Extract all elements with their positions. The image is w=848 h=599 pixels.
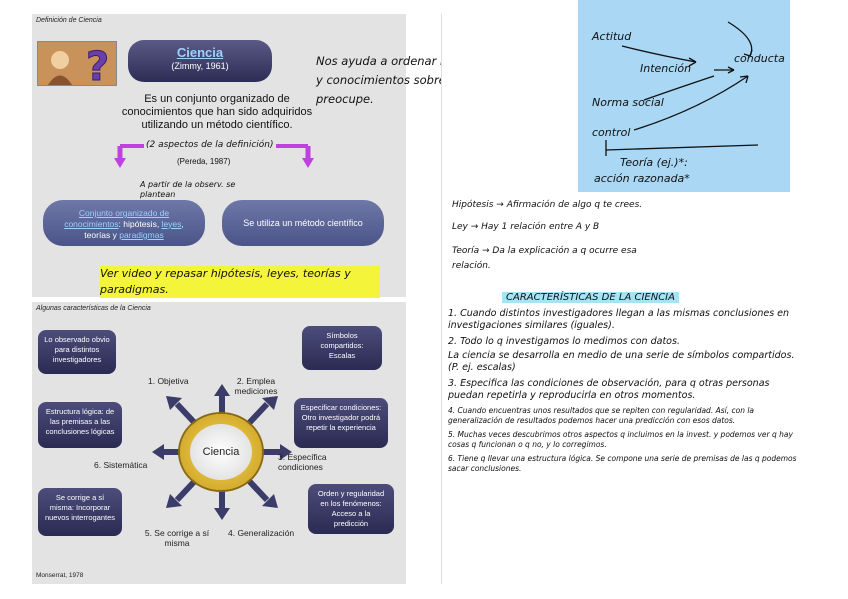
slide-caracteristicas: Algunas características de la Ciencia Ci <box>32 302 406 584</box>
behavior-diagram: Actitud Intención conducta Norma social … <box>578 0 790 192</box>
svg-text:?: ? <box>86 44 109 85</box>
link-leyes[interactable]: leyes <box>162 219 182 229</box>
diagram-actitud: Actitud <box>592 30 631 43</box>
thinking-woman-image: ? <box>37 41 117 86</box>
note-partir: A partir de la observ. se plantean <box>140 180 250 200</box>
diagram-control: control <box>592 126 630 139</box>
note-aspects: (2 aspectos de la definición) <box>144 140 276 150</box>
notes-panel-top: Actitud Intención conducta Norma social … <box>441 14 816 297</box>
characteristics-list: 1. Cuando distintos investigadores llega… <box>448 308 808 474</box>
notes-heading: CARACTERÍSTICAS DE LA CIENCIA <box>502 292 679 303</box>
diagram-accion: acción razonada* <box>594 172 690 185</box>
notes-panel-bottom: CARACTERÍSTICAS DE LA CIENCIA 1. Cuando … <box>441 288 816 584</box>
title-box: Ciencia (Zimmy, 1961) <box>128 40 272 82</box>
callout-corrige: Se corrige a sí misma: Incorporar nuevos… <box>38 488 122 536</box>
pill-conocimientos: Conjunto organizado de conocimientos: hi… <box>43 200 205 246</box>
definition-text: Es un conjunto organizado de conocimient… <box>112 93 322 132</box>
note-item-1: 1. Cuando distintos investigadores llega… <box>448 308 808 332</box>
note-item-2: 2. Todo lo q investigamos lo medimos con… <box>448 336 808 348</box>
label-generalizacion: 4. Generalización <box>228 528 294 538</box>
slide1-caption: Definición de Ciencia <box>36 17 102 24</box>
diagram-norma: Norma social <box>592 96 664 109</box>
label-condiciones: 3. Específica condiciones <box>278 452 354 472</box>
note-item-2b: La ciencia se desarrolla en medio de una… <box>448 350 808 374</box>
note-item-5: 5. Muchas veces descubrimos otros aspect… <box>448 430 808 450</box>
note-teoria: Teoría → Da la explicación a q ocurre es… <box>452 244 672 274</box>
diagram-conducta: conducta <box>734 52 785 65</box>
pill-metodo: Se utiliza un método científico <box>222 200 384 246</box>
source-citation: Monserrat, 1978 <box>36 572 83 579</box>
note-ley: Ley → Hay 1 relación entre A y B <box>452 222 599 232</box>
callout-sistematica: Estructura lógica: de las premisas a las… <box>38 402 122 448</box>
diagram-teoria: Teoría (ej.)*: <box>620 156 688 169</box>
link-paradigmas[interactable]: paradigmas <box>119 230 163 240</box>
note-item-4: 4. Cuando encuentras unos resultados que… <box>448 406 808 426</box>
title-citation: (Zimmy, 1961) <box>128 61 272 71</box>
page-title: Ciencia <box>128 45 272 60</box>
pill-left-rest: : hipótesis, <box>119 219 160 229</box>
callout-condiciones: Especificar condiciones: Otro investigad… <box>294 398 388 448</box>
pereda-citation: (Pereda, 1987) <box>177 157 230 166</box>
note-item-3: 3. Especifica las condiciones de observa… <box>448 378 808 402</box>
center-circle: Ciencia <box>180 414 262 490</box>
label-mediciones: 2. Emplea mediciones <box>222 376 290 396</box>
callout-mediciones: Símbolos compartidos: Escalas <box>302 326 382 370</box>
note-item-6: 6. Tiene q llevar una estructura lógica.… <box>448 454 808 474</box>
callout-generalizacion: Orden y regularidad en los fenómenos: Ac… <box>308 484 394 534</box>
center-label: Ciencia <box>203 446 240 458</box>
label-objetiva: 1. Objetiva <box>148 376 189 386</box>
diagram-intencion: Intención <box>640 62 691 75</box>
callout-objetiva: Lo observado obvio para distintos invest… <box>38 330 116 374</box>
note-bottom: Ver video y repasar hipótesis, leyes, te… <box>100 266 380 298</box>
pill-metodo-text: Se utiliza un método científico <box>243 218 363 228</box>
note-hipotesis: Hipótesis → Afirmación de algo q te cree… <box>452 200 642 210</box>
label-sistematica: 6. Sistemática <box>94 460 147 470</box>
label-corrige: 5. Se corrige a sí misma <box>142 528 212 548</box>
center-inner: Ciencia <box>190 424 252 480</box>
slide2-caption: Algunas características de la Ciencia <box>36 305 151 312</box>
